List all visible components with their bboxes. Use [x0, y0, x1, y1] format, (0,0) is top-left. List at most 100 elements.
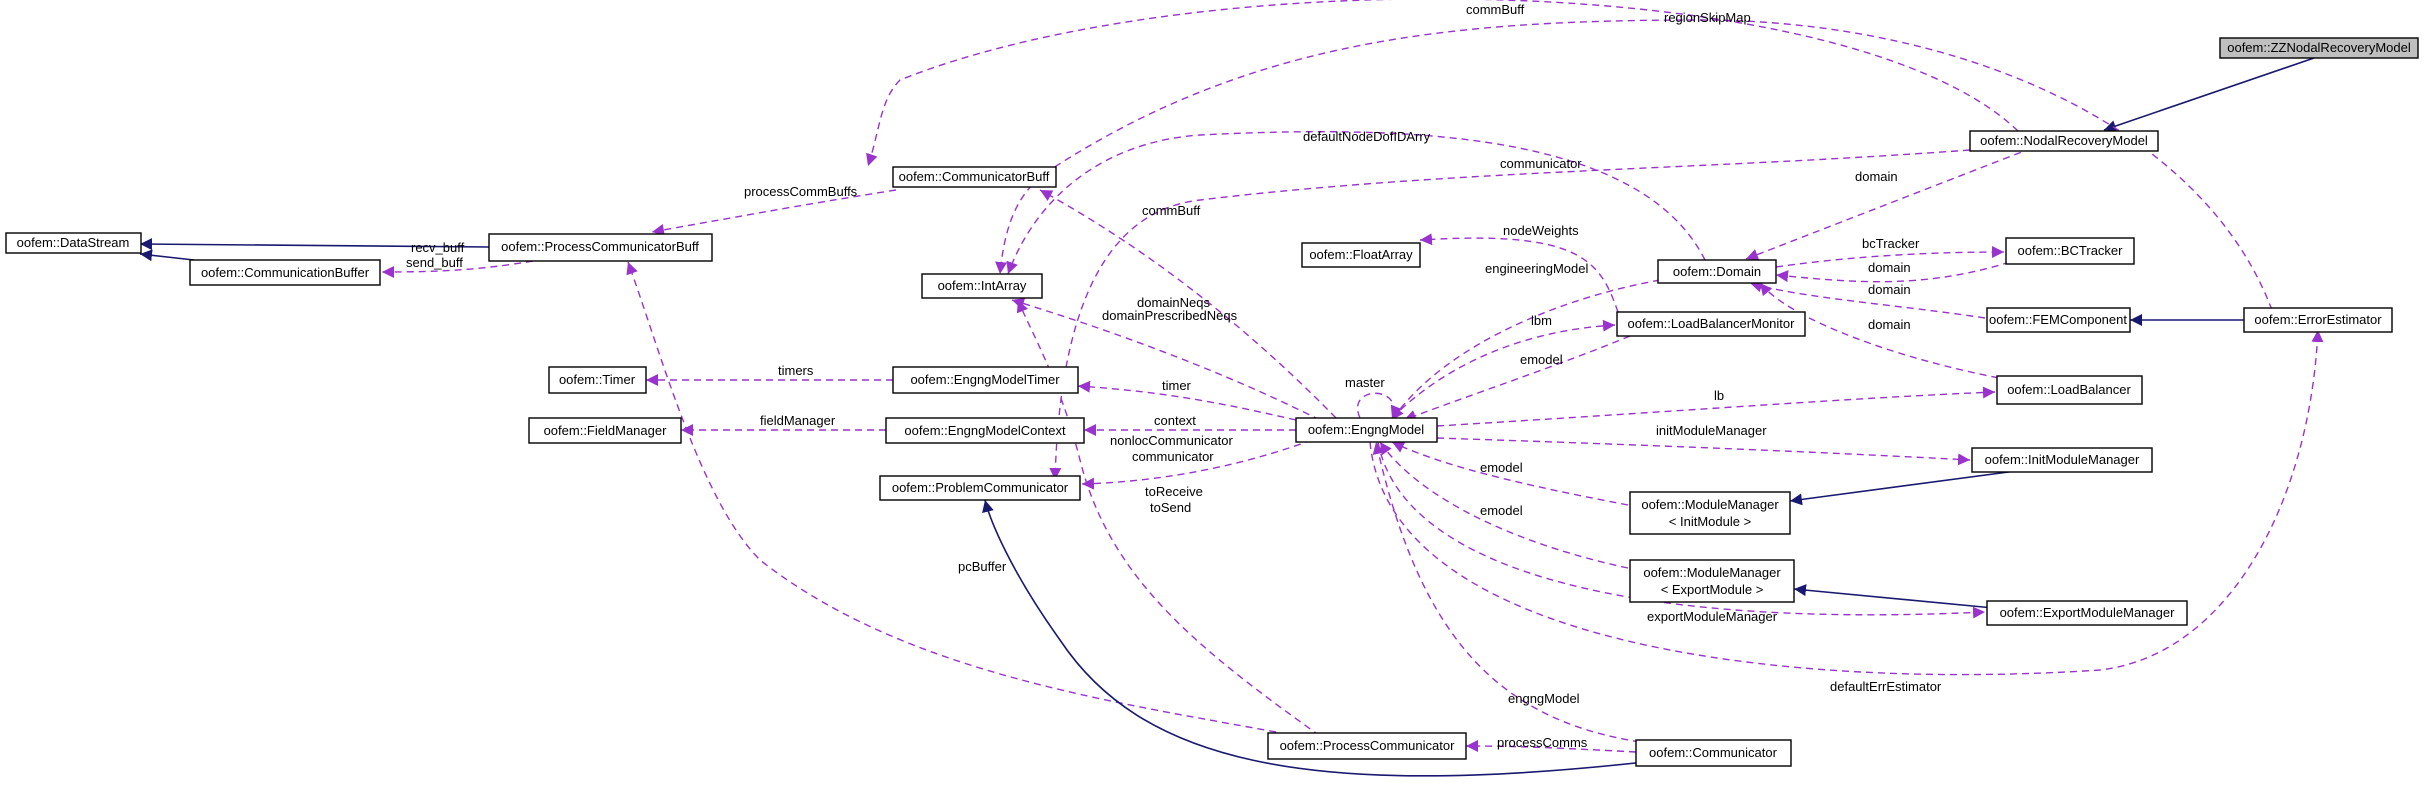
- edge-communicator-probcomm: [982, 499, 1646, 777]
- class-node-process-communicator[interactable]: oofem::ProcessCommunicator: [1267, 732, 1467, 760]
- edge-label: domain: [1868, 282, 1911, 297]
- edge-label: context: [1154, 413, 1196, 428]
- edge-pcb-datastream: [139, 238, 490, 251]
- edge-bctracker-domain: domain: [1775, 260, 2011, 283]
- class-node-engng-model[interactable]: oofem::EngngModel: [1295, 417, 1438, 443]
- class-node-communicator-buff[interactable]: oofem::CommunicatorBuff: [892, 166, 1057, 188]
- edge-nrm-probcomm: communicator: [1049, 149, 1971, 481]
- edge-label: fieldManager: [760, 413, 836, 428]
- edge-em-lb: lb: [1436, 386, 1996, 427]
- class-node-communication-buffer[interactable]: oofem::CommunicationBuffer: [189, 259, 381, 286]
- edge-emm-mmexport: [1793, 584, 2005, 610]
- node-label: oofem::EngngModelTimer: [910, 372, 1060, 387]
- edge-label: initModuleManager: [1656, 423, 1767, 438]
- class-node-float-array[interactable]: oofem::FloatArray: [1301, 242, 1421, 268]
- edge-label: master: [1345, 375, 1385, 390]
- class-node-bc-tracker[interactable]: oofem::BCTracker: [2005, 237, 2135, 265]
- edge-label: toSend: [1150, 500, 1191, 515]
- node-label: oofem::NodalRecoveryModel: [1980, 133, 2148, 148]
- class-node-process-communicator-buff[interactable]: oofem::ProcessCommunicatorBuff: [488, 233, 713, 262]
- node-label: oofem::ModuleManager: [1643, 565, 1781, 580]
- class-node-export-module-manager[interactable]: oofem::ExportModuleManager: [1986, 600, 2188, 626]
- edge-label: domainNeqs: [1137, 295, 1210, 310]
- node-label: oofem::LoadBalancerMonitor: [1628, 316, 1796, 331]
- class-node-int-array[interactable]: oofem::IntArray: [921, 273, 1043, 299]
- class-node-nodal-recovery-model[interactable]: oofem::NodalRecoveryModel: [1969, 130, 2159, 152]
- class-node-field-manager[interactable]: oofem::FieldManager: [528, 417, 682, 444]
- node-label: oofem::BCTracker: [2018, 243, 2124, 258]
- node-label: oofem::ExportModuleManager: [2000, 605, 2176, 620]
- edge-nrm-zz: [2103, 57, 2315, 132]
- edge-lbm-floatarray: nodeWeights: [1419, 223, 1619, 313]
- edge-pcb-cb: recv_buff send_buff: [381, 240, 534, 278]
- node-label: oofem::EngngModel: [1308, 422, 1424, 437]
- edge-label: bcTracker: [1862, 236, 1920, 251]
- edge-em-self: master: [1345, 375, 1402, 419]
- class-node-module-manager-init[interactable]: oofem::ModuleManager < InitModule >: [1629, 491, 1791, 535]
- edge-imm-mminit: [1789, 470, 2017, 506]
- edge-label: emodel: [1520, 352, 1563, 367]
- edge-nrm-domain: domain: [1745, 147, 2033, 261]
- class-node-load-balancer-monitor[interactable]: oofem::LoadBalancerMonitor: [1616, 311, 1806, 337]
- edges-layer: commBuff regionSkipMap domain processCom…: [139, 0, 2324, 777]
- class-node-init-module-manager[interactable]: oofem::InitModuleManager: [1971, 447, 2153, 473]
- class-node-engng-model-timer[interactable]: oofem::EngngModelTimer: [892, 366, 1079, 394]
- edge-label: send_buff: [406, 255, 463, 270]
- edge-label: engineeringModel: [1485, 261, 1588, 276]
- edge-label: timer: [1162, 378, 1192, 393]
- edge-em-intarray: domainNeqs domainPrescribedNeqs: [1011, 295, 1321, 421]
- node-label: oofem::ProblemCommunicator: [892, 480, 1069, 495]
- edge-emtimer-timer: timers: [646, 363, 893, 386]
- node-label: oofem::FEMComponent: [1989, 312, 2127, 327]
- class-node-load-balancer[interactable]: oofem::LoadBalancer: [1996, 375, 2143, 405]
- node-label: < ExportModule >: [1661, 582, 1764, 597]
- class-node-error-estimator[interactable]: oofem::ErrorEstimator: [2243, 307, 2393, 333]
- node-label: oofem::CommunicatorBuff: [899, 169, 1050, 184]
- nodes-layer: oofem::ZZNodalRecoveryModel oofem::Nodal…: [5, 37, 2419, 767]
- edge-lb-domain: domain: [1759, 282, 2011, 381]
- class-node-communicator[interactable]: oofem::Communicator: [1635, 739, 1792, 767]
- class-node-zz-nodal-recovery-model[interactable]: oofem::ZZNodalRecoveryModel: [2219, 37, 2419, 59]
- edge-label: timers: [778, 363, 814, 378]
- edge-label: processCommBuffs: [744, 184, 858, 199]
- node-label: oofem::FloatArray: [1309, 247, 1413, 262]
- edge-domain-bctracker: bcTracker: [1775, 236, 2005, 268]
- class-node-problem-communicator[interactable]: oofem::ProblemCommunicator: [879, 475, 1081, 501]
- class-node-engng-model-context[interactable]: oofem::EngngModelContext: [885, 417, 1085, 444]
- node-label: oofem::EngngModelContext: [904, 423, 1066, 438]
- edge-cb-datastream: [139, 249, 195, 262]
- edge-proccomm-intarray: toReceive toSend: [1016, 299, 1321, 737]
- edge-mminit-em: emodel: [1391, 441, 1629, 506]
- class-node-module-manager-export[interactable]: oofem::ModuleManager < ExportModule >: [1629, 559, 1795, 603]
- class-node-fem-component[interactable]: oofem::FEMComponent: [1986, 307, 2131, 333]
- edge-label: pcBuffer: [958, 559, 1007, 574]
- edge-em-imm: initModuleManager: [1436, 423, 1971, 466]
- class-node-timer[interactable]: oofem::Timer: [548, 366, 647, 394]
- edge-label: lbm: [1531, 313, 1552, 328]
- class-node-domain[interactable]: oofem::Domain: [1657, 259, 1777, 284]
- node-label: oofem::CommunicationBuffer: [201, 265, 370, 280]
- edge-label: nodeWeights: [1503, 223, 1579, 238]
- node-label: oofem::DataStream: [17, 235, 130, 250]
- class-node-data-stream[interactable]: oofem::DataStream: [5, 232, 142, 254]
- edge-em-emctx: context: [1084, 413, 1296, 436]
- edge-em-emm: exportModuleManager: [1377, 441, 1986, 624]
- node-label: oofem::Timer: [559, 372, 636, 387]
- edge-lbm-em: emodel: [1403, 335, 1631, 422]
- edge-commbuff-pcb: processCommBuffs: [651, 184, 897, 236]
- node-label: oofem::LoadBalancer: [2007, 382, 2131, 397]
- edge-em-commbuff: commBuff: [1039, 189, 1337, 419]
- edge-label: recv_buff: [411, 240, 465, 255]
- node-label: oofem::Communicator: [1649, 745, 1778, 760]
- edge-communicator-proccomm: processComms: [1465, 735, 1637, 753]
- edge-label: nonlocCommunicator: [1110, 433, 1234, 448]
- node-label: oofem::ModuleManager: [1641, 497, 1779, 512]
- edge-mmexport-em: emodel: [1379, 441, 1629, 569]
- edge-label: communicator: [1500, 156, 1582, 171]
- node-label: oofem::IntArray: [938, 278, 1027, 293]
- edge-label: regionSkipMap: [1664, 10, 1751, 25]
- node-label: oofem::ProcessCommunicator: [1280, 738, 1456, 753]
- edge-label: domainPrescribedNeqs: [1102, 308, 1238, 323]
- edge-label: emodel: [1480, 503, 1523, 518]
